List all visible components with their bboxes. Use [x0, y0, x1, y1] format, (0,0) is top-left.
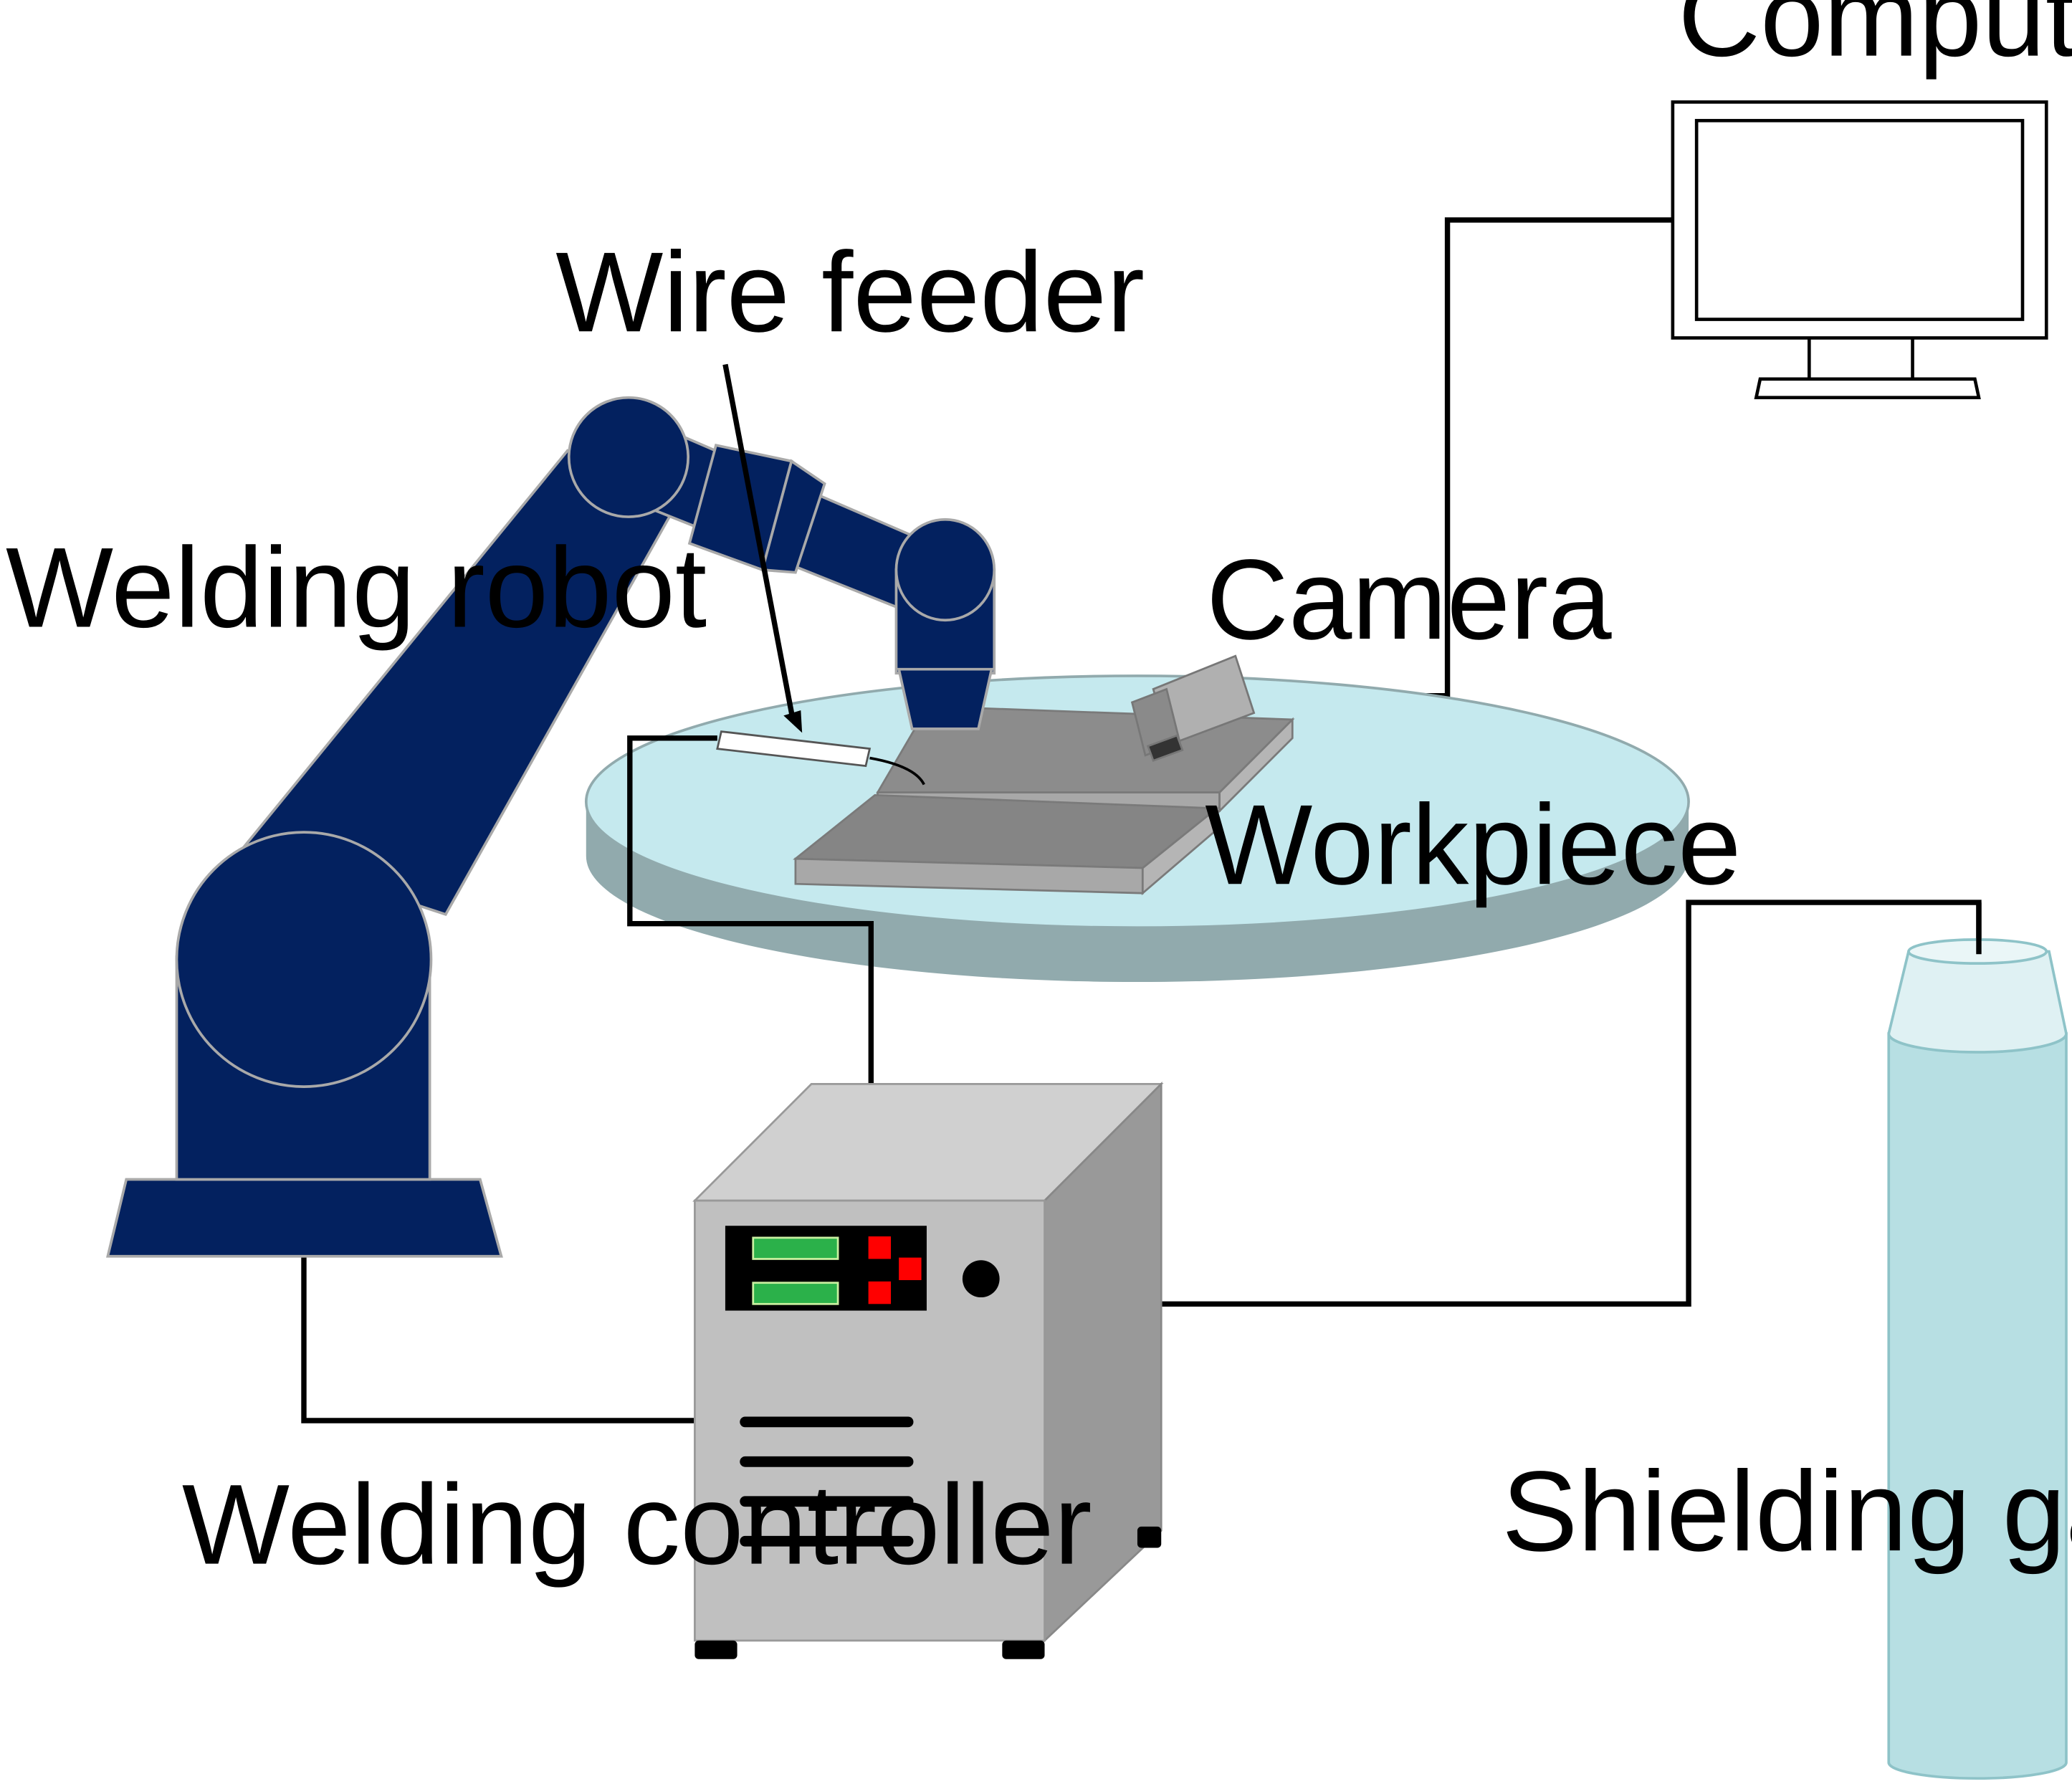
robot-elbow-joint — [567, 396, 690, 518]
label-shielding-gas: Shielding gas — [1502, 1447, 2072, 1575]
controller-vents — [740, 1416, 914, 1547]
wire-feeder-torch-icon — [716, 730, 925, 786]
controller-knob — [962, 1260, 1000, 1298]
label-camera: Camera — [1206, 535, 1612, 663]
welding-robot-icon — [106, 396, 996, 1258]
robot-base — [106, 1178, 503, 1258]
label-welding-controller: Welding controller — [182, 1461, 1092, 1588]
camera-icon — [1130, 654, 1256, 763]
welding-controller-icon — [692, 1082, 1164, 1659]
computer-monitor-icon — [1671, 100, 2048, 399]
label-computer: Computer — [1678, 0, 2072, 80]
robot-shoulder-joint — [175, 831, 433, 1088]
cable-feeder-to-controller — [627, 735, 874, 1200]
label-welding-robot: Welding robot — [6, 524, 707, 652]
gas-cylinder-icon — [1887, 938, 2068, 1780]
label-workpiece: Workpiece — [1205, 781, 1741, 908]
wire-feeder-pointer — [722, 363, 803, 733]
label-wire-feeder: Wire feeder — [555, 228, 1145, 356]
